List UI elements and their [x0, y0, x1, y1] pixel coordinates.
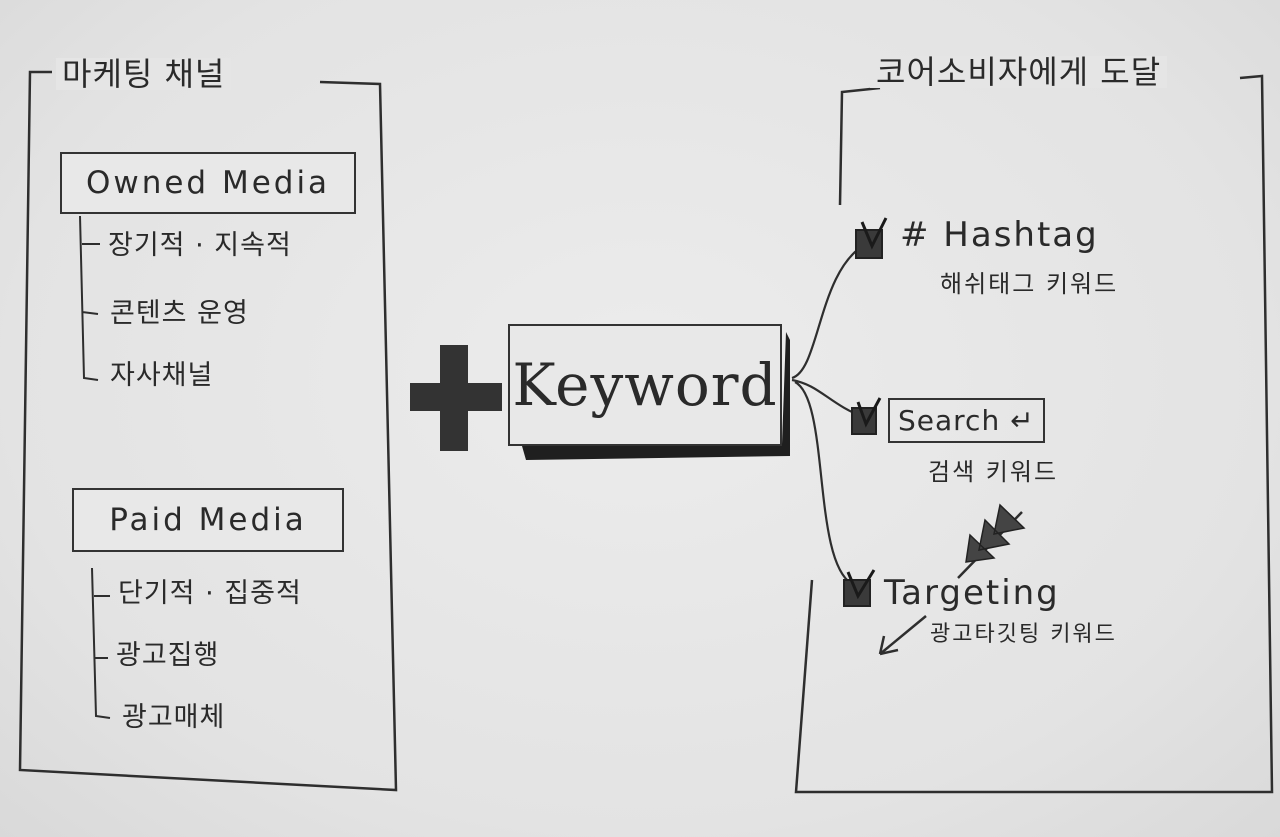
paid-item-3: 광고매체: [122, 702, 226, 733]
paid-media-label: Paid Media: [109, 502, 307, 538]
pointer-arrow-icon: [878, 615, 927, 656]
check-icon-targeting: [843, 569, 876, 607]
owned-item-1: 장기적 · 지속적: [108, 230, 292, 261]
search-box: Search ↵: [888, 398, 1045, 443]
targeting-sublabel: 광고타깃팅 키워드: [930, 622, 1117, 647]
targeting-label: Targeting: [884, 573, 1060, 613]
owned-tree-line: [79, 215, 100, 381]
search-label: Search ↵: [898, 404, 1035, 437]
owned-item-3: 자사채널: [110, 360, 214, 391]
left-panel-frame: [18, 70, 398, 792]
connector-hashtag: [791, 243, 867, 380]
keyword-label: Keyword: [512, 351, 778, 419]
right-panel-frame: [794, 74, 1274, 794]
owned-item-2: 콘텐츠 운영: [110, 298, 249, 329]
hashtag-label: # Hashtag: [900, 215, 1099, 255]
paid-media-box: Paid Media: [72, 488, 344, 552]
keyword-box-shadow: [522, 332, 790, 460]
owned-media-box: Owned Media: [60, 152, 356, 214]
owned-media-label: Owned Media: [85, 165, 331, 201]
left-panel-title: 마케팅 채널: [56, 58, 232, 90]
arrow-icon: [957, 503, 1026, 579]
paid-item-2: 광고집행: [116, 640, 220, 671]
right-panel-title: 코어소비자에게 도달: [870, 56, 1168, 88]
keyword-box: Keyword: [508, 324, 782, 446]
plus-sign: [410, 345, 502, 451]
paid-item-1: 단기적 · 집중적: [118, 578, 302, 609]
search-sublabel: 검색 키워드: [928, 458, 1059, 486]
connector-targeting: [794, 381, 853, 585]
hashtag-sublabel: 해쉬태그 키워드: [940, 270, 1119, 298]
paid-tree-line: [91, 567, 111, 719]
check-icon-search: [851, 397, 882, 435]
check-icon-hashtag: [855, 217, 888, 259]
